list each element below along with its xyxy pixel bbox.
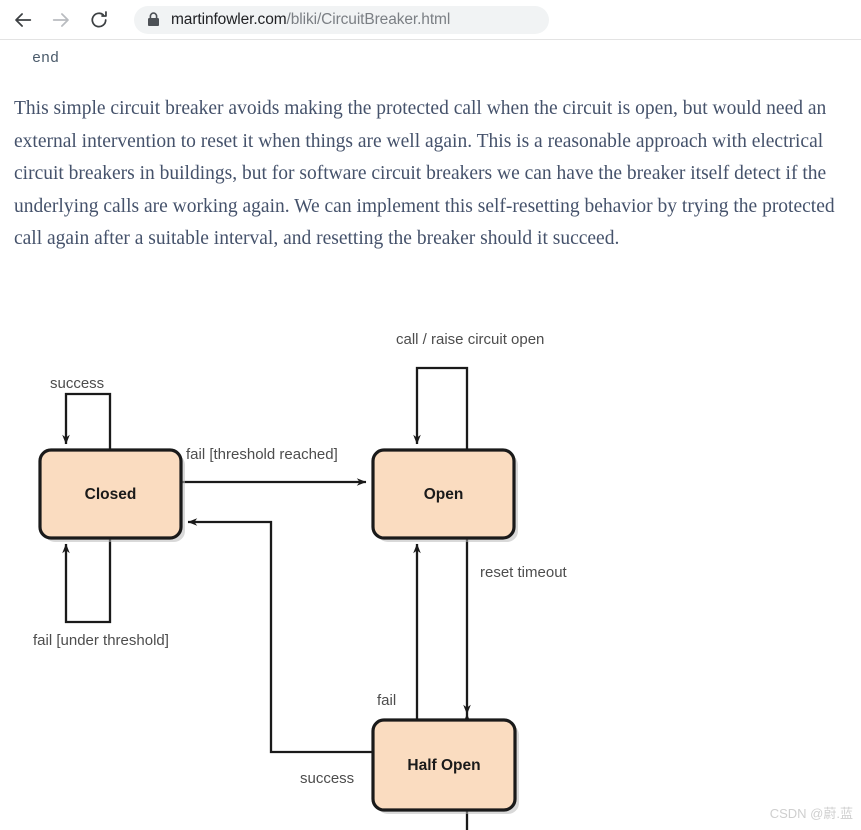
transition-closed-to-open: fail [threshold reached] (181, 446, 367, 486)
csdn-watermark: CSDN @蔚.蓝 (769, 806, 853, 821)
body-paragraph: This simple circuit breaker avoids makin… (14, 98, 835, 250)
lock-icon (147, 12, 160, 27)
transition-label-reset-timeout: reset timeout (480, 564, 568, 581)
forward-button[interactable] (44, 3, 78, 37)
transition-label-fail-threshold-reached: fail [threshold reached] (186, 446, 338, 463)
url-text: martinfowler.com/bliki/CircuitBreaker.ht… (171, 11, 450, 29)
transition-half-open-to-closed: success (187, 518, 373, 787)
transition-closed-self-success: success (50, 375, 112, 450)
browser-toolbar: martinfowler.com/bliki/CircuitBreaker.ht… (0, 0, 861, 40)
state-label-half-open: Half Open (407, 757, 480, 774)
circuit-breaker-state-diagram: call / raise circuit open success fail [… (0, 300, 861, 830)
state-label-open: Open (424, 486, 464, 503)
reload-icon (91, 10, 107, 28)
code-fragment-end: end (32, 50, 60, 67)
transition-label-success-closed: success (50, 375, 104, 392)
url-host: martinfowler.com (171, 10, 287, 28)
arrow-left-icon (15, 12, 32, 27)
arrow-right-icon (52, 12, 69, 27)
transition-label-fail-half-open: fail (377, 692, 396, 709)
address-bar[interactable]: martinfowler.com/bliki/CircuitBreaker.ht… (134, 5, 549, 34)
reload-button[interactable] (82, 3, 116, 37)
transition-open-self-call: call / raise circuit open (396, 331, 544, 450)
state-open[interactable]: Open (371, 448, 518, 542)
transition-closed-self-fail-under-threshold: fail [under threshold] (33, 538, 169, 649)
back-button[interactable] (6, 3, 40, 37)
state-closed[interactable]: Closed (38, 448, 185, 542)
transition-label-fail-under-threshold: fail [under threshold] (33, 632, 169, 649)
url-path: /bliki/CircuitBreaker.html (286, 10, 451, 28)
state-half-open[interactable]: Half Open (371, 718, 519, 814)
state-label-closed: Closed (85, 486, 137, 503)
transition-half-open-to-open: fail (377, 543, 421, 720)
transition-label-success-half-open: success (300, 770, 354, 787)
transition-label-call-raise-circuit-open: call / raise circuit open (396, 331, 544, 348)
